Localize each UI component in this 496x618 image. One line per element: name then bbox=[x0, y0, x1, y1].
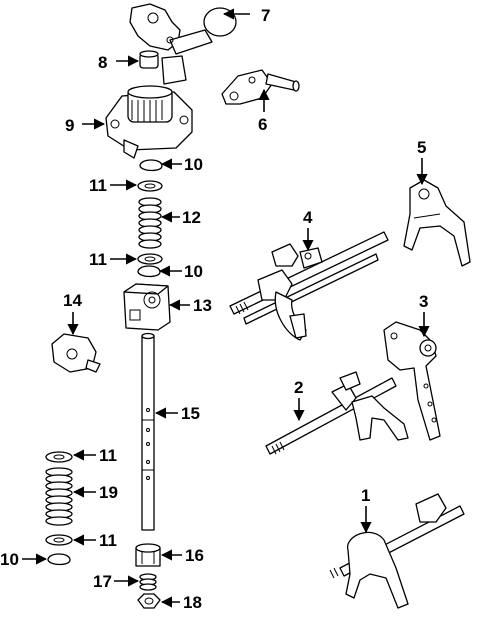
callout-10-middle: 10 bbox=[184, 262, 203, 281]
part-11-washer-third bbox=[45, 451, 73, 463]
part-5-shift-fork bbox=[403, 179, 471, 267]
callout-11-third: 11 bbox=[99, 446, 117, 465]
part-18-nut bbox=[137, 593, 161, 609]
callout-4: 4 bbox=[303, 208, 313, 227]
callout-6: 6 bbox=[258, 115, 267, 134]
part-10-snap-ring-lower bbox=[47, 553, 71, 566]
part-11-washer-upper bbox=[137, 180, 163, 192]
callout-10-upper: 10 bbox=[184, 155, 203, 174]
callout-12: 12 bbox=[182, 208, 201, 227]
callout-11-second: 11 bbox=[89, 250, 107, 269]
callout-15: 15 bbox=[181, 404, 200, 423]
part-19-spring bbox=[45, 467, 73, 526]
leader-lines bbox=[22, 8, 430, 608]
callout-labels: 7 8 9 6 10 11 12 11 10 13 14 15 11 19 11… bbox=[0, 6, 428, 612]
callout-3: 3 bbox=[419, 292, 428, 311]
callout-1: 1 bbox=[361, 486, 370, 505]
callout-10-lower: 10 bbox=[0, 550, 19, 569]
part-9-shift-housing bbox=[105, 85, 193, 159]
callout-16: 16 bbox=[185, 546, 204, 565]
callout-19: 19 bbox=[99, 483, 118, 502]
callout-17: 17 bbox=[93, 572, 112, 591]
callout-7: 7 bbox=[261, 6, 270, 25]
part-15-shift-shaft bbox=[141, 332, 155, 531]
callout-11-fourth: 11 bbox=[99, 531, 117, 550]
part-14-detent-block bbox=[51, 333, 101, 373]
part-17-spring bbox=[139, 573, 157, 591]
callout-2: 2 bbox=[294, 378, 303, 397]
part-4-shift-rod-assembly bbox=[229, 231, 389, 341]
callout-11-upper: 11 bbox=[89, 176, 107, 195]
part-8-collar bbox=[139, 50, 187, 85]
part-11-washer-second bbox=[137, 253, 163, 265]
part-2-shift-rod-fork bbox=[265, 371, 409, 455]
callout-13: 13 bbox=[193, 296, 212, 315]
callout-8: 8 bbox=[98, 53, 107, 72]
part-3-shift-fork bbox=[383, 321, 441, 441]
part-10-snap-ring-upper bbox=[139, 159, 163, 172]
part-7-bracket bbox=[129, 3, 237, 55]
part-1-shift-fork-rod bbox=[329, 493, 465, 609]
part-12-spring bbox=[138, 197, 162, 249]
callout-14: 14 bbox=[63, 291, 82, 310]
part-13-shift-block bbox=[123, 283, 171, 331]
callout-9: 9 bbox=[65, 116, 74, 135]
callout-18: 18 bbox=[183, 593, 202, 612]
part-11-washer-fourth bbox=[45, 534, 73, 546]
part-10-snap-ring-middle bbox=[137, 265, 161, 278]
callout-5: 5 bbox=[417, 138, 426, 157]
part-16-sleeve bbox=[135, 543, 161, 567]
part-6-lever bbox=[221, 69, 300, 105]
